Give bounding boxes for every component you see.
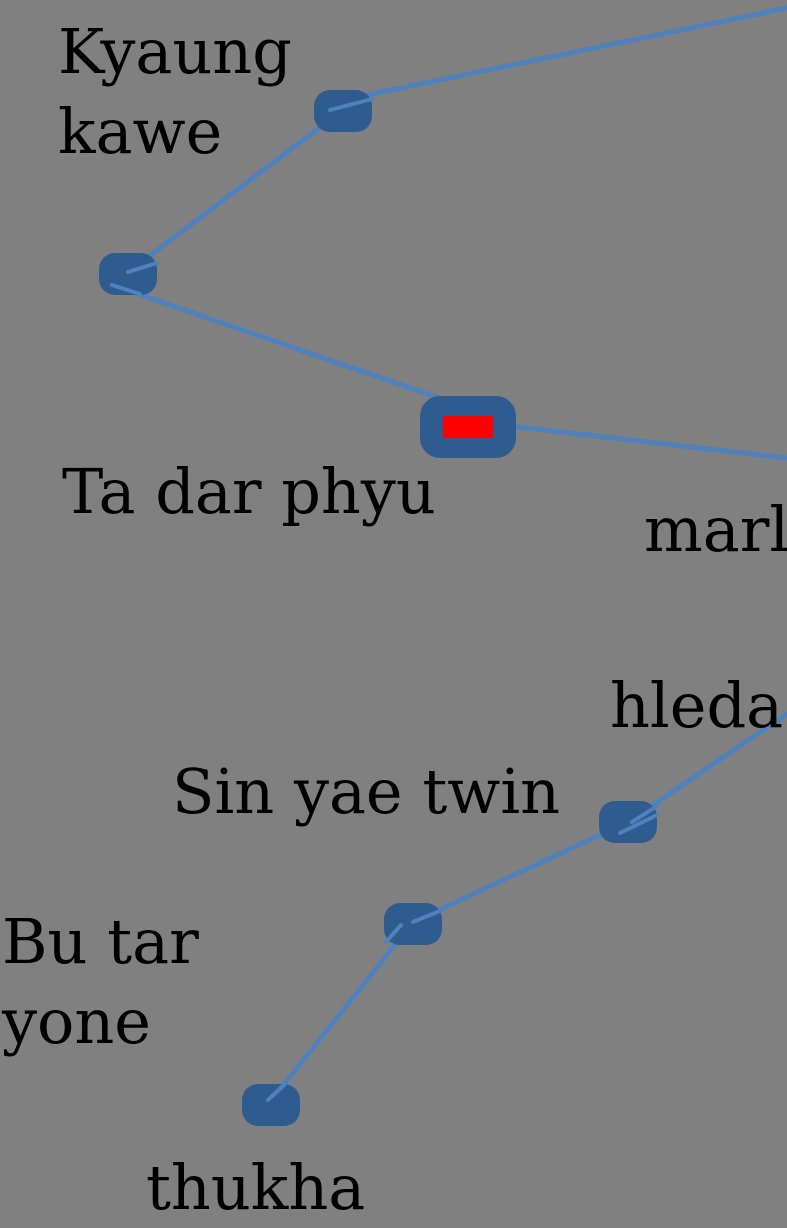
edge-sin-yae-twin-overlay-b xyxy=(630,804,659,824)
label-kyaung-kawe-line-2: kawe xyxy=(58,95,223,168)
node-kyaung-kawe xyxy=(314,90,372,132)
edge-left-node-to-ta-dar-phyu xyxy=(109,282,471,411)
label-bu-tar-yone-line-2: yone xyxy=(2,985,151,1058)
edge-ta-dar-phyu-to-marl xyxy=(497,422,787,461)
label-bu-tar-yone-line-1: Bu tar xyxy=(2,905,199,978)
edge-left-node-to-kyaung-kawe xyxy=(125,107,346,275)
edge-left-junction-overlay-a xyxy=(126,261,159,274)
edge-kyaung-kawe-overlay xyxy=(328,97,374,112)
edge-kyaung-kawe-to-top-right xyxy=(340,5,787,103)
label-sin-yae-twin: Sin yae twin xyxy=(172,755,561,828)
node-thukha xyxy=(242,1084,300,1126)
edge-bu-tar-yone-to-sin-yae-twin xyxy=(410,819,631,925)
label-bu-tar-yone: Bu tar yone xyxy=(2,902,199,1062)
edge-thukha-to-bu-tar-yone xyxy=(267,919,416,1105)
edge-bu-tar-yone-overlay-a xyxy=(411,908,444,924)
lower-network xyxy=(242,711,787,1126)
label-ta-dar-phyu: Ta dar phyu xyxy=(62,455,436,528)
edge-sin-yae-twin-to-hleda xyxy=(625,711,787,825)
edge-left-junction-overlay-b xyxy=(110,283,142,296)
edge-bu-tar-yone-overlay-b xyxy=(384,923,403,944)
label-kyaung-kawe-line-1: Kyaung xyxy=(58,15,292,88)
node-ta-dar-phyu-highlight xyxy=(443,416,493,438)
node-sin-yae-twin xyxy=(599,801,657,843)
upper-network xyxy=(99,5,787,461)
label-thukha: thukha xyxy=(146,1151,366,1224)
edge-thukha-overlay xyxy=(266,1082,287,1102)
label-marl: marl xyxy=(644,493,787,566)
node-bu-tar-yone xyxy=(384,903,442,945)
label-hleda: hleda xyxy=(610,669,784,742)
label-kyaung-kawe: Kyaung kawe xyxy=(58,12,292,172)
edge-sin-yae-twin-overlay-a xyxy=(618,813,659,835)
